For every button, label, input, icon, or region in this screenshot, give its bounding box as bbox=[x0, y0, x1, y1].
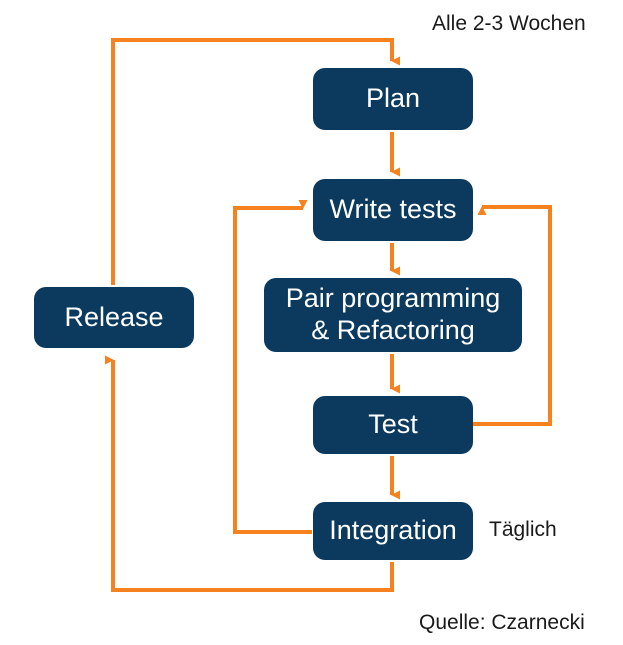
node-integration[interactable]: Integration bbox=[313, 502, 473, 560]
node-pair-programming-label: Pair programming & Refactoring bbox=[285, 283, 501, 345]
cycle-weeks-label: Alle 2-3 Wochen bbox=[432, 12, 586, 35]
node-test[interactable]: Test bbox=[313, 396, 473, 454]
cycle-daily-label: Täglich bbox=[489, 518, 557, 541]
node-pair-programming[interactable]: Pair programming & Refactoring bbox=[264, 278, 522, 352]
connector-integration-to-write-tests bbox=[233, 200, 312, 534]
node-write-tests[interactable]: Write tests bbox=[313, 179, 473, 241]
node-plan-label: Plan bbox=[365, 83, 421, 114]
node-write-tests-label: Write tests bbox=[329, 194, 457, 225]
connector-integration-to-release bbox=[105, 355, 394, 592]
source-credit-label: Quelle: Czarnecki bbox=[419, 611, 585, 634]
node-release[interactable]: Release bbox=[34, 287, 194, 348]
node-integration-label: Integration bbox=[329, 515, 457, 546]
connector-release-to-plan bbox=[111, 38, 400, 285]
node-test-label: Test bbox=[368, 409, 418, 440]
node-release-label: Release bbox=[64, 301, 164, 332]
connector-test-back-to-write-tests bbox=[473, 205, 552, 426]
node-plan[interactable]: Plan bbox=[313, 68, 473, 130]
